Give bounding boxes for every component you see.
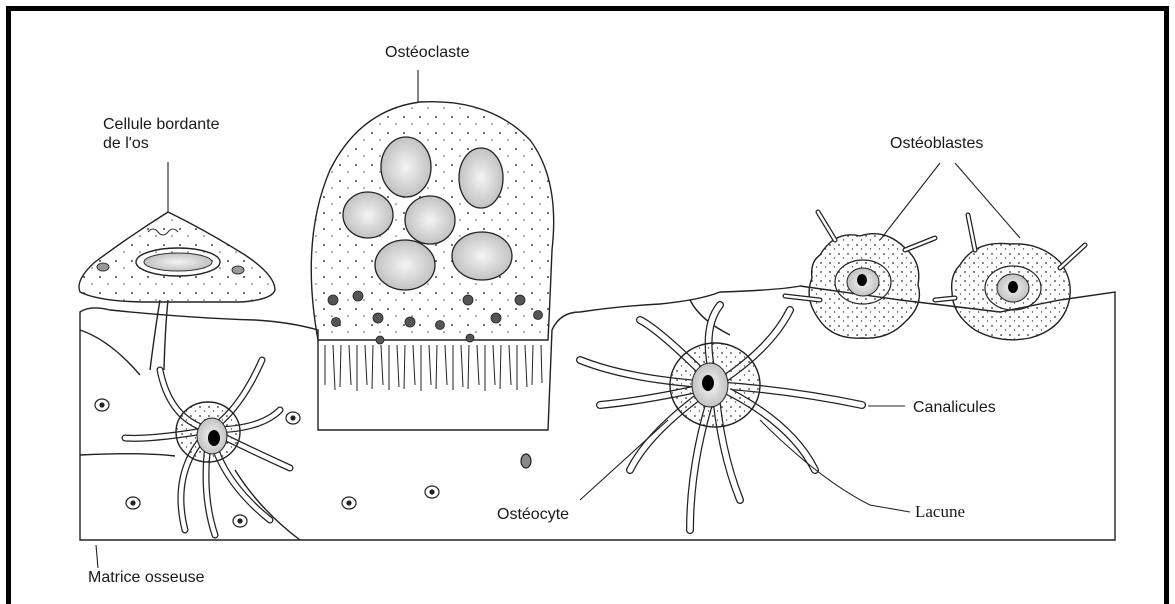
label-matrice-osseuse: Matrice osseuse <box>88 568 205 587</box>
osteocyte-center <box>580 305 862 530</box>
osteoblast-1 <box>785 212 935 338</box>
label-osteoblastes: Ostéoblastes <box>890 134 983 153</box>
label-lacune: Lacune <box>915 502 965 521</box>
bone-lining-cell <box>79 212 275 370</box>
label-canalicules: Canalicules <box>913 398 996 417</box>
osteoblast-2 <box>935 215 1085 340</box>
label-cellule-bordante-line2: de l'os <box>103 134 149 153</box>
label-osteoclaste: Ostéoclaste <box>385 43 469 62</box>
matrix-cells <box>95 399 531 527</box>
label-osteocyte: Ostéocyte <box>497 505 569 524</box>
label-cellule-bordante-line1: Cellule bordante <box>103 115 220 134</box>
osteoclast-cell <box>311 102 553 391</box>
